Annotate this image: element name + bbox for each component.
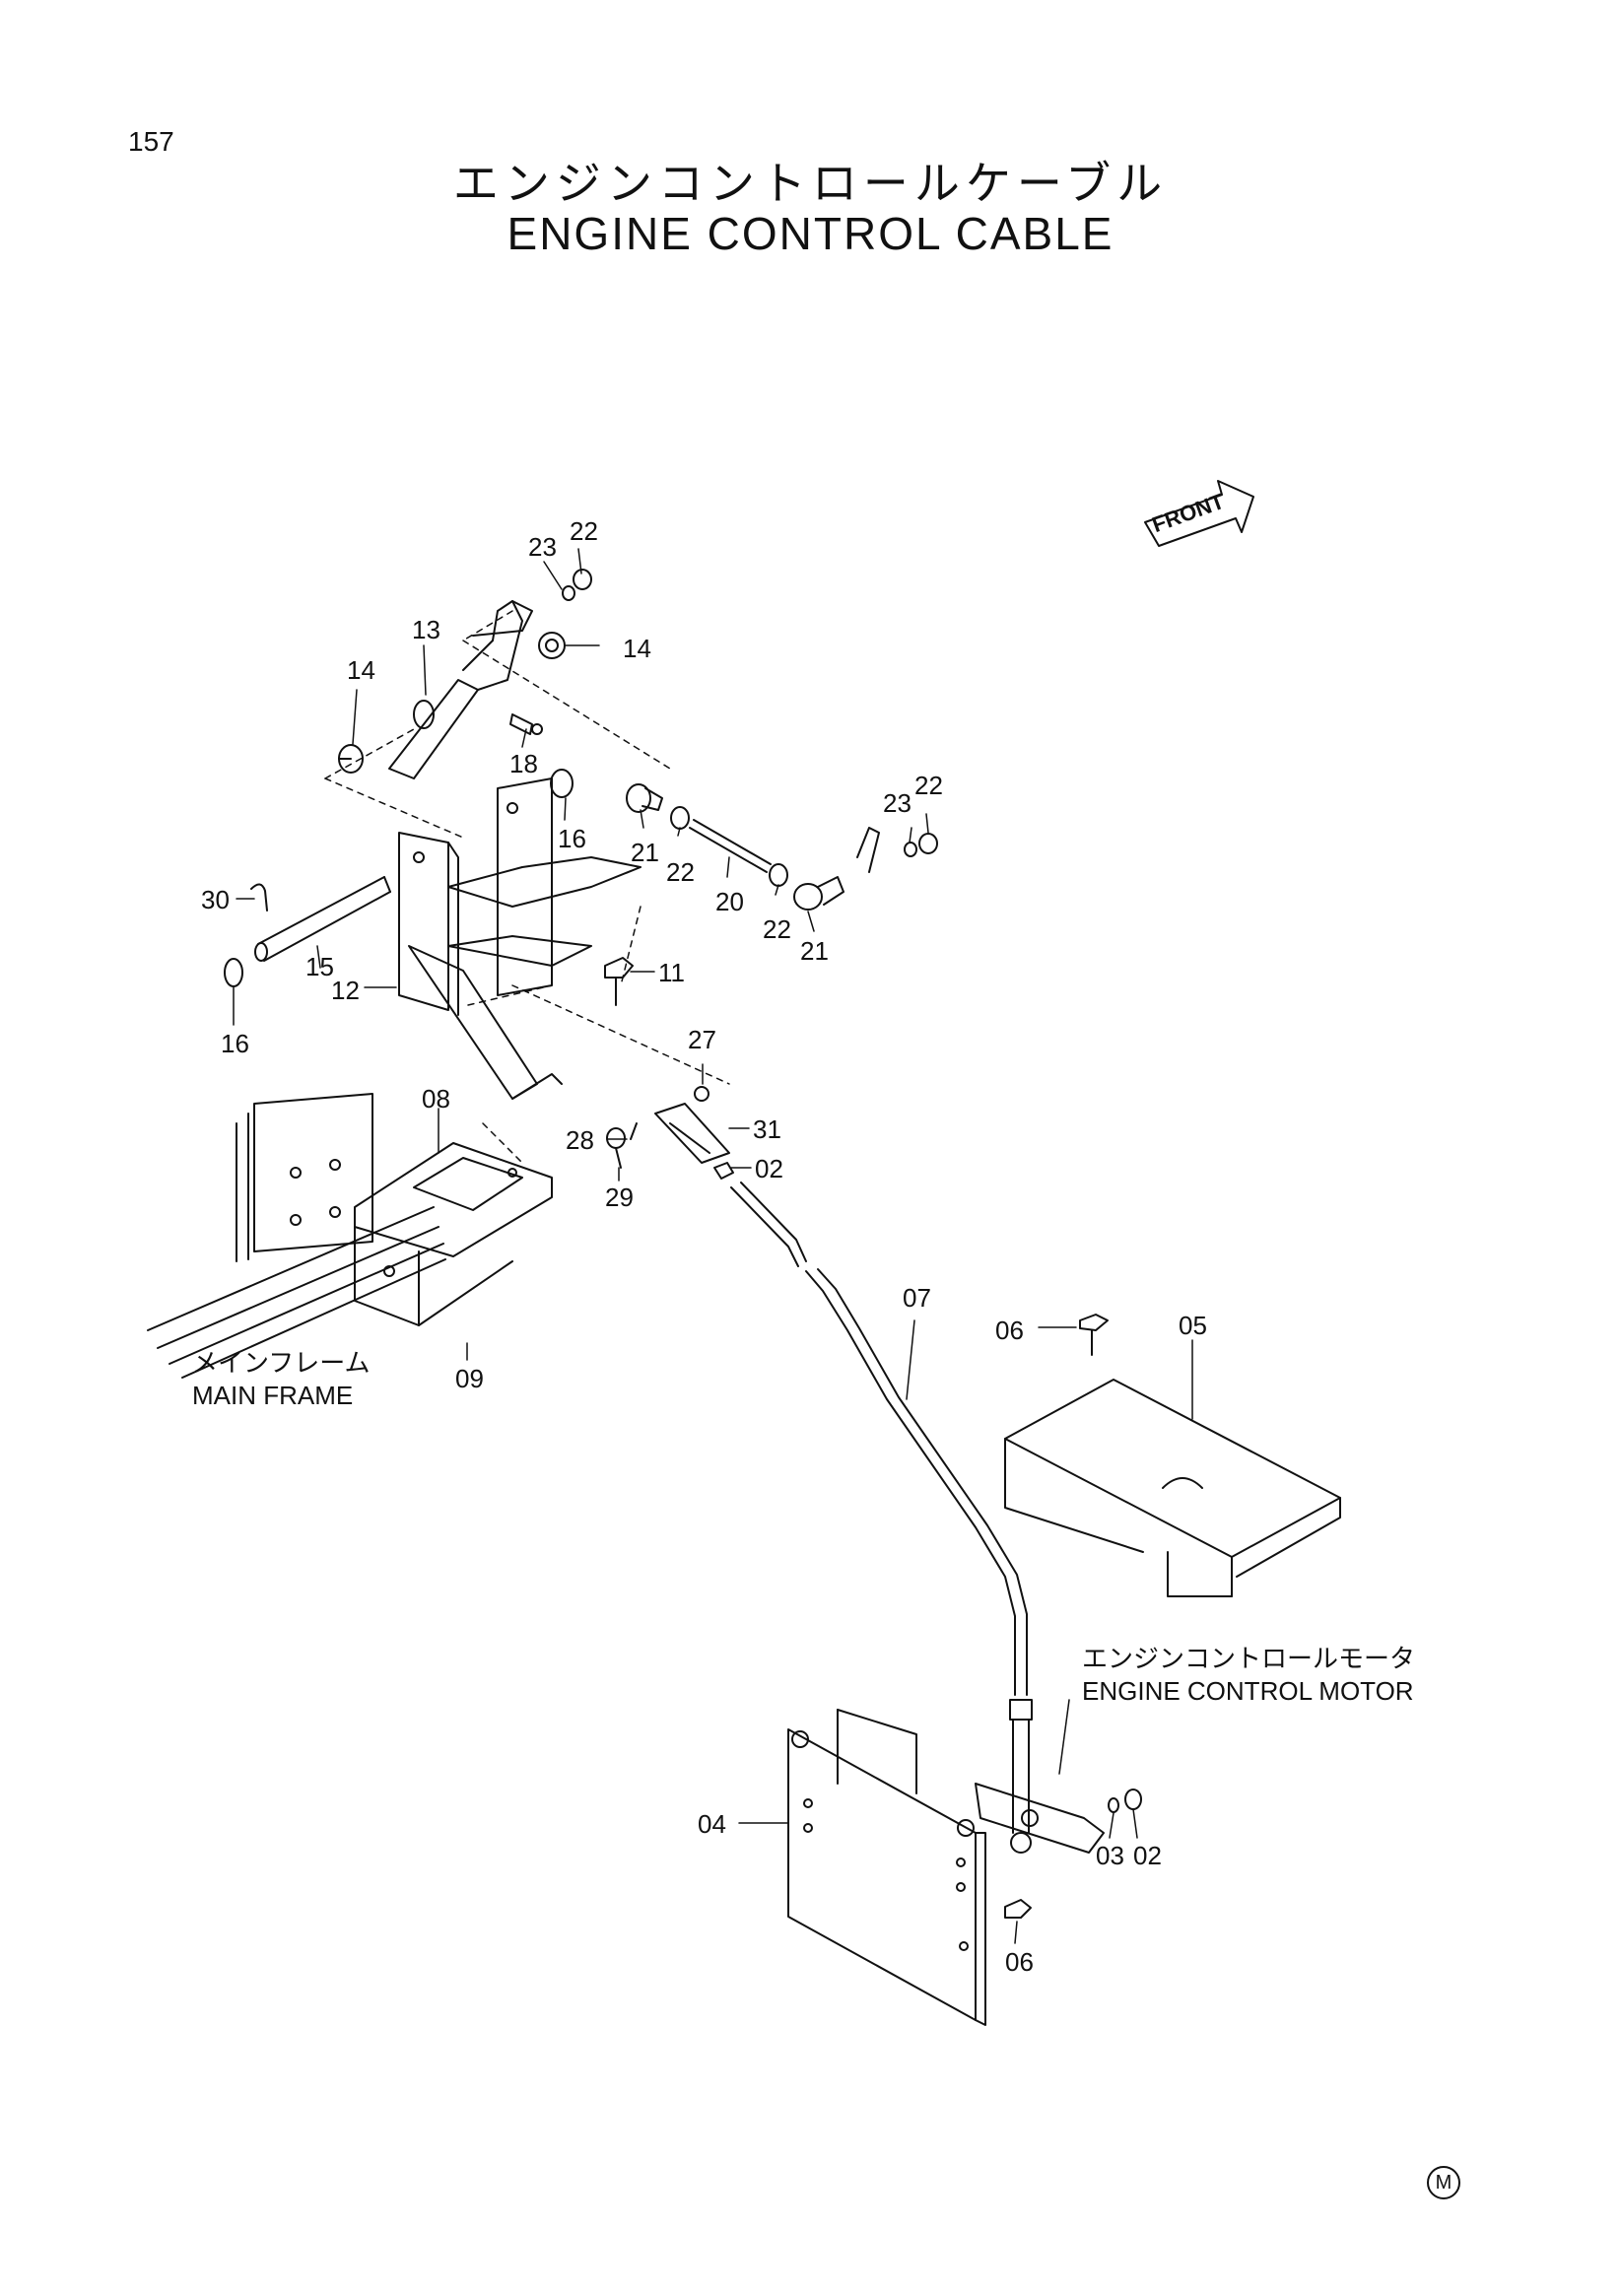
nut-02a-shape <box>713 1162 734 1180</box>
motor-lever-shape <box>975 1783 1105 1854</box>
title-english: ENGINE CONTROL CABLE <box>507 208 1114 259</box>
callout-04: 04 <box>698 1809 726 1839</box>
washer-16a-shape <box>224 958 243 987</box>
clip-28-shape <box>630 1122 638 1140</box>
cable-joint-31-shape <box>654 1103 730 1164</box>
callout-31: 31 <box>753 1114 781 1144</box>
callout-22d: 22 <box>914 771 943 800</box>
callout-20: 20 <box>715 887 744 916</box>
callout-06b: 06 <box>1005 1947 1034 1977</box>
callout-28: 28 <box>566 1125 594 1155</box>
washer-03-shape <box>1108 1797 1119 1813</box>
callout-21a: 21 <box>631 838 659 867</box>
motor-bracket-04-shape <box>787 1709 986 2026</box>
callout-29: 29 <box>605 1182 634 1212</box>
callout-02a: 02 <box>755 1154 783 1183</box>
page-number: 157 <box>128 126 174 157</box>
main-frame-label-jp: メインフレーム <box>192 1349 371 1379</box>
nut-22b-shape <box>670 806 690 830</box>
callout-16a: 16 <box>558 824 586 853</box>
assembly-dashlines <box>324 610 730 1164</box>
rod-end-21a-shape <box>626 783 663 813</box>
bracket-08-shape <box>354 1142 553 1326</box>
engine-control-motor-label-jp: エンジンコントロールモータ <box>1082 1645 1416 1674</box>
bolt-06b-shape <box>1004 1899 1032 1919</box>
pin-15-shape <box>254 876 391 962</box>
callout-05: 05 <box>1179 1311 1207 1340</box>
main-frame-label-en: MAIN FRAME <box>192 1381 354 1410</box>
cotter-pin-30-shape <box>250 883 268 912</box>
pedal-bracket-12-shape <box>398 777 642 1100</box>
callout-22a: 22 <box>570 516 598 546</box>
callout-13: 13 <box>412 615 440 644</box>
bushing-14b-shape <box>538 632 566 659</box>
leader-lines <box>233 548 1193 1944</box>
callout-11: 11 <box>658 958 685 987</box>
engine-control-motor-caption: エンジンコントロールモータ ENGINE CONTROL MOTOR <box>1082 1644 1415 1707</box>
bolt-11-shape <box>604 957 634 1006</box>
lever-13-shape <box>388 600 533 779</box>
clip-23b-shape <box>856 827 880 873</box>
callout-15: 15 <box>305 952 334 981</box>
rod-20-shape <box>689 819 772 873</box>
callout-09: 09 <box>455 1364 484 1393</box>
callout-14a: 14 <box>347 655 375 685</box>
callout-18: 18 <box>509 749 538 778</box>
bolt-06a-shape <box>1079 1314 1109 1356</box>
callout-06a: 06 <box>995 1316 1024 1345</box>
callout-03: 03 <box>1096 1841 1124 1870</box>
nut-02b-shape <box>1124 1789 1142 1810</box>
callout-12: 12 <box>331 976 360 1005</box>
nut-22c-shape <box>769 863 788 887</box>
front-arrow-icon <box>1144 480 1254 547</box>
callout-22c: 22 <box>763 914 791 944</box>
callout-22b: 22 <box>666 857 695 887</box>
main-frame-shape <box>147 1093 446 1379</box>
callout-23b: 23 <box>883 788 912 818</box>
callout-27: 27 <box>688 1025 716 1054</box>
pin-29-shape <box>606 1127 626 1169</box>
callout-07: 07 <box>903 1283 931 1313</box>
rod-end-21b-shape <box>793 876 844 911</box>
callout-08: 08 <box>422 1084 450 1114</box>
title-japanese: エンジンコントロールケーブル <box>452 157 1169 210</box>
engine-control-motor-label-en: ENGINE CONTROL MOTOR <box>1082 1676 1414 1706</box>
callout-16b: 16 <box>221 1029 249 1058</box>
callout-30: 30 <box>201 885 230 914</box>
cover-05-shape <box>1004 1379 1341 1597</box>
callout-23a: 23 <box>528 532 557 562</box>
corner-mark-badge: M <box>1427 2166 1460 2199</box>
washer-27-shape <box>694 1086 709 1102</box>
washer-16b-shape <box>550 769 574 798</box>
control-cable-07-shape <box>730 1182 1033 1854</box>
callout-14b: 14 <box>623 634 651 663</box>
callout-02b: 02 <box>1133 1841 1162 1870</box>
grease-fitting-18-shape <box>509 713 543 735</box>
main-frame-caption: メインフレーム MAIN FRAME <box>192 1348 370 1411</box>
callout-21b: 21 <box>800 936 829 966</box>
